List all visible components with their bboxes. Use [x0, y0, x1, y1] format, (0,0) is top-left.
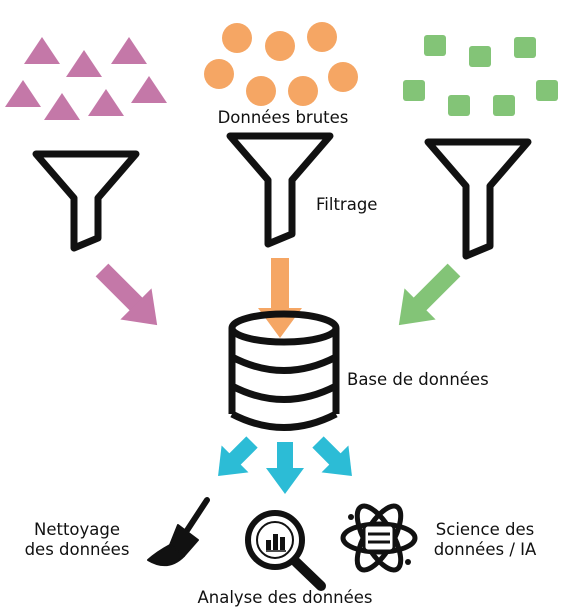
- funnel-icon-right: [424, 138, 532, 260]
- orange-circle-icon: [307, 22, 337, 52]
- arrow-cyan-center: [266, 442, 304, 494]
- arrow-green: [398, 263, 461, 326]
- science-label-line2: données / IA: [433, 540, 537, 559]
- pink-triangle-icon: [131, 76, 167, 103]
- arrow-orange: [258, 258, 302, 338]
- green-square-icon: [424, 35, 446, 56]
- orange-circle-icon: [328, 62, 358, 92]
- green-square-group: [403, 35, 558, 116]
- pink-triangle-icon: [24, 37, 60, 64]
- cleaning-label-line2: des données: [24, 540, 130, 559]
- database-icon: [228, 310, 340, 431]
- magnifier-chart-icon: [245, 510, 326, 591]
- green-square-icon: [448, 95, 470, 116]
- orange-circle-icon: [265, 31, 295, 61]
- analysis-label: Analyse des données: [197, 588, 373, 607]
- broom-icon: [147, 497, 210, 567]
- cleaning-label-line1: Nettoyage: [33, 520, 121, 539]
- arrow-cyan-left: [218, 436, 258, 476]
- atom-icon: [340, 503, 418, 573]
- pink-triangle-icon: [111, 37, 147, 64]
- orange-circle-icon: [246, 76, 276, 106]
- science-label: Science des données / IA: [420, 520, 550, 560]
- green-square-icon: [403, 80, 425, 101]
- raw-data-label: Données brutes: [217, 108, 349, 127]
- green-square-icon: [469, 46, 491, 67]
- green-square-icon: [514, 37, 536, 58]
- funnel-icon-left: [32, 150, 140, 252]
- science-label-line1: Science des: [435, 520, 535, 539]
- pink-triangle-icon: [44, 93, 80, 120]
- pink-triangle-icon: [88, 89, 124, 116]
- arrow-cyan-right: [312, 436, 352, 476]
- pink-triangle-icon: [66, 50, 102, 77]
- orange-circle-icon: [204, 59, 234, 89]
- pink-triangle-group: [5, 37, 167, 120]
- cleaning-label: Nettoyage des données: [12, 520, 142, 560]
- orange-circle-group: [204, 22, 358, 106]
- green-square-icon: [536, 80, 558, 101]
- orange-circle-icon: [288, 76, 318, 106]
- green-square-icon: [493, 95, 515, 116]
- orange-circle-icon: [222, 23, 252, 53]
- funnel-icon-center: [226, 132, 334, 248]
- filtering-label: Filtrage: [316, 195, 378, 214]
- pink-triangle-icon: [5, 80, 41, 107]
- arrow-pink: [95, 263, 158, 326]
- database-label: Base de données: [347, 370, 489, 389]
